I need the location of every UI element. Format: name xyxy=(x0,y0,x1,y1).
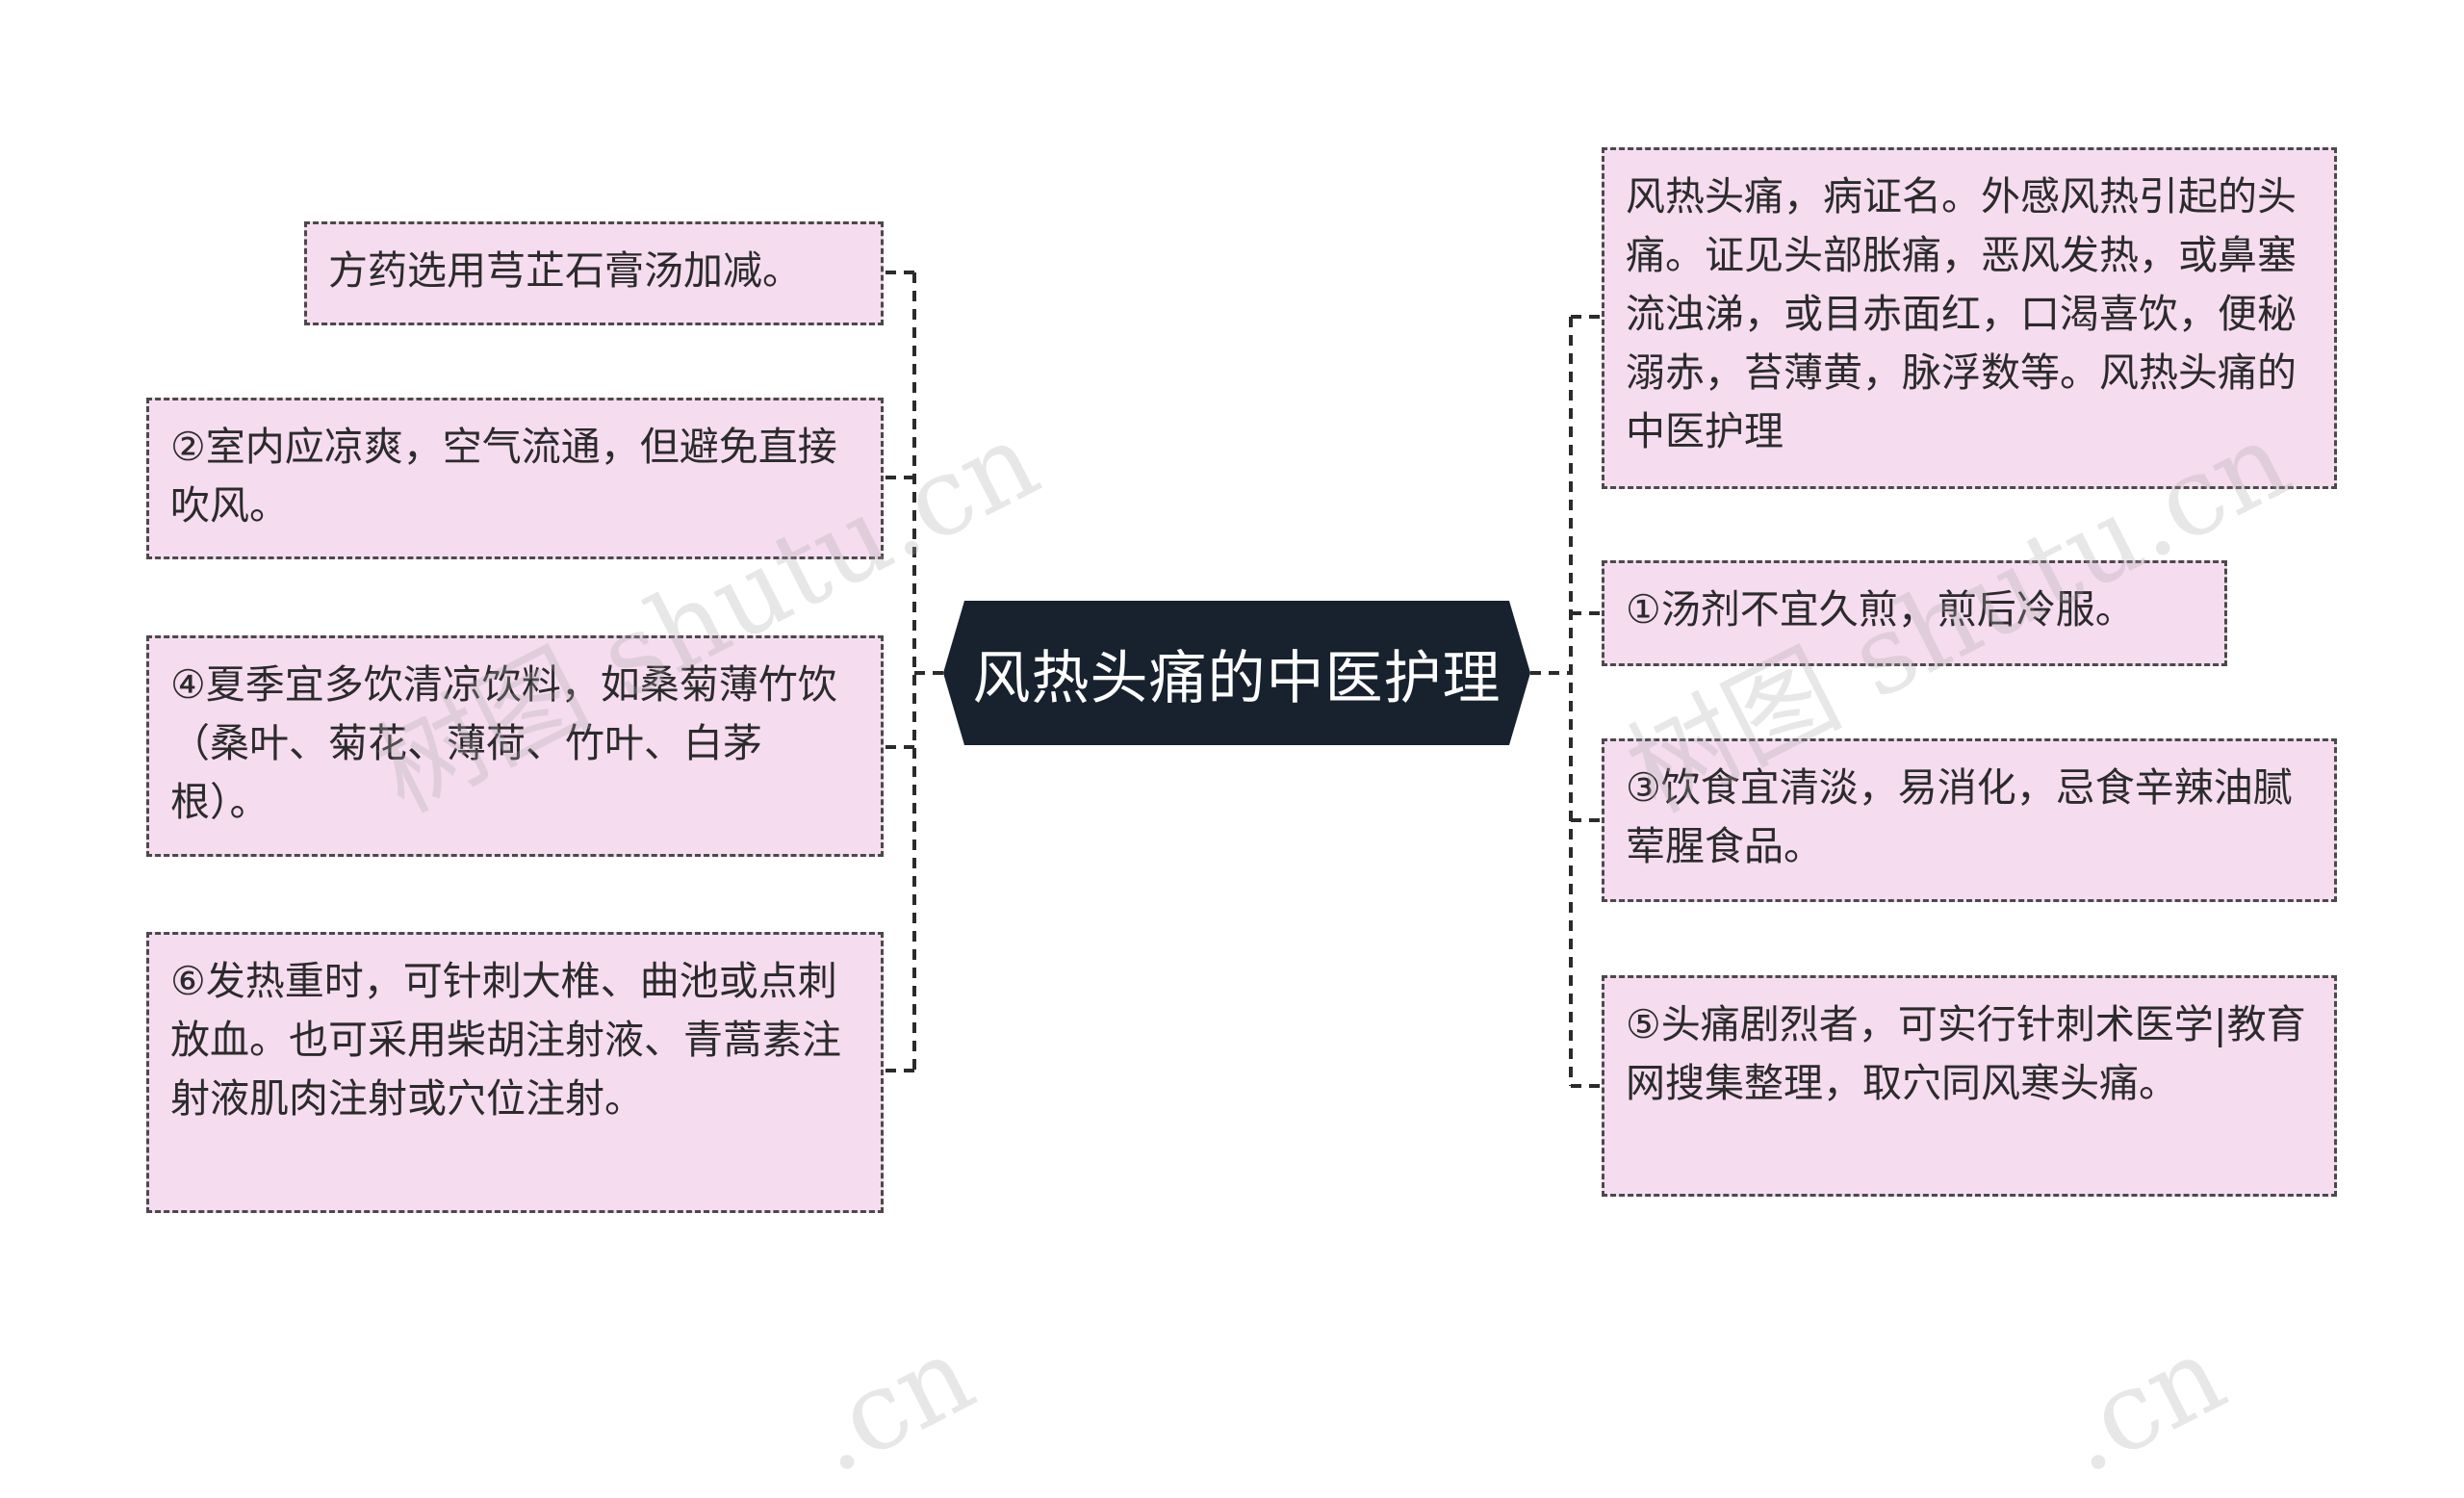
center-topic-label: 风热头痛的中医护理 xyxy=(972,644,1502,712)
center-topic[interactable]: 风热头痛的中医护理 xyxy=(943,601,1530,745)
right-node-definition[interactable]: 风热头痛，病证名。外感风热引起的头痛。证见头部胀痛，恶风发热，或鼻塞流浊涕，或目… xyxy=(1602,147,2337,489)
node-text: 风热头痛，病证名。外感风热引起的头痛。证见头部胀痛，恶风发热，或鼻塞流浊涕，或目… xyxy=(1626,173,2297,454)
node-text: ⑥发热重时，可针刺大椎、曲池或点刺放血。也可采用柴胡注射液、青蒿素注射液肌肉注射… xyxy=(170,958,841,1122)
node-text: 方药选用芎芷石膏汤加减。 xyxy=(328,247,802,294)
node-text: ⑤头痛剧烈者，可实行针刺术医学|教育网搜集整理，取穴同风寒头痛。 xyxy=(1626,1001,2306,1106)
node-text: ④夏季宜多饮清凉饮料，如桑菊薄竹饮（桑叶、菊花、薄荷、竹叶、白茅根）。 xyxy=(170,661,837,825)
connector-lines xyxy=(884,271,1602,1088)
left-node-fever-acupuncture[interactable]: ⑥发热重时，可针刺大椎、曲池或点刺放血。也可采用柴胡注射液、青蒿素注射液肌肉注射… xyxy=(146,932,884,1213)
left-node-summer-drinks[interactable]: ④夏季宜多饮清凉饮料，如桑菊薄竹饮（桑叶、菊花、薄荷、竹叶、白茅根）。 xyxy=(146,635,884,857)
node-text: ③饮食宜清淡，易消化，忌食辛辣油腻荤腥食品。 xyxy=(1626,764,2293,869)
right-node-decoction[interactable]: ①汤剂不宜久煎，煎后冷服。 xyxy=(1602,560,2227,666)
mindmap-canvas: 风热头痛的中医护理 方药选用芎芷石膏汤加减。 ②室内应凉爽，空气流通，但避免直接… xyxy=(146,147,2337,1498)
left-node-herbal-formula[interactable]: 方药选用芎芷石膏汤加减。 xyxy=(304,221,884,325)
node-text: ②室内应凉爽，空气流通，但避免直接吹风。 xyxy=(170,424,837,529)
left-node-room-ventilation[interactable]: ②室内应凉爽，空气流通，但避免直接吹风。 xyxy=(146,398,884,559)
right-node-severe-headache[interactable]: ⑤头痛剧烈者，可实行针刺术医学|教育网搜集整理，取穴同风寒头痛。 xyxy=(1602,975,2337,1197)
right-node-diet[interactable]: ③饮食宜清淡，易消化，忌食辛辣油腻荤腥食品。 xyxy=(1602,738,2337,902)
node-text: ①汤剂不宜久煎，煎后冷服。 xyxy=(1626,586,2135,633)
